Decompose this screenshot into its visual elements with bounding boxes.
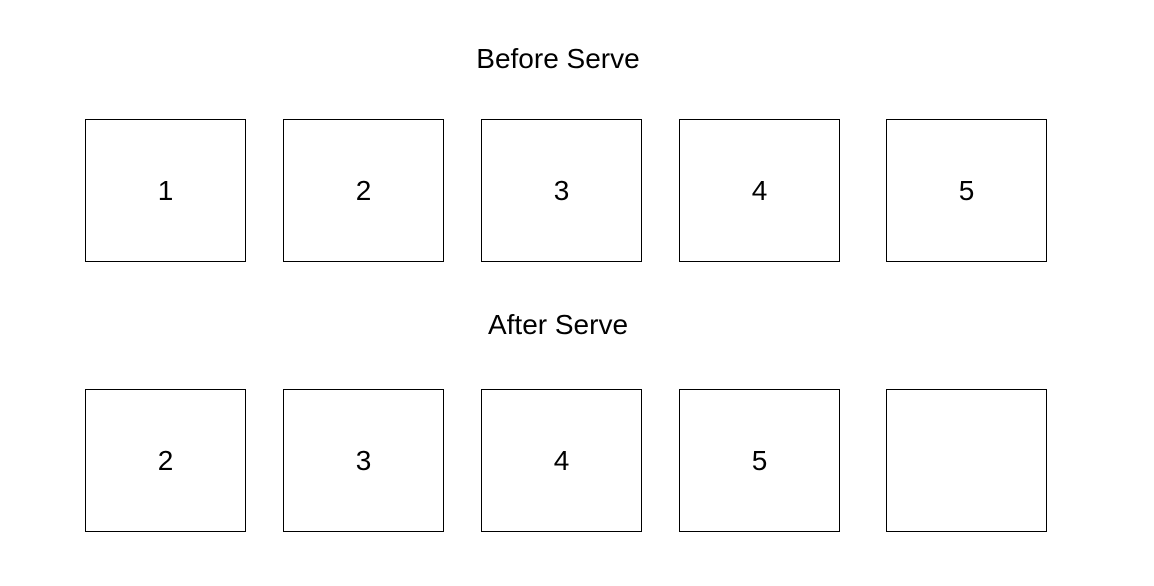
before-serve-queue: 1 2 3 4 5 [0, 119, 1154, 265]
queue-cell-empty [886, 389, 1047, 532]
after-serve-title: After Serve [487, 309, 629, 340]
after-serve-queue: 2 3 4 5 [0, 389, 1154, 535]
queue-cell: 3 [481, 119, 642, 262]
queue-cell: 1 [85, 119, 246, 262]
queue-cell: 3 [283, 389, 444, 532]
queue-cell: 5 [679, 389, 840, 532]
queue-cell: 2 [85, 389, 246, 532]
queue-cell: 4 [679, 119, 840, 262]
queue-cell: 4 [481, 389, 642, 532]
queue-cell: 2 [283, 119, 444, 262]
queue-cell: 5 [886, 119, 1047, 262]
before-serve-title: Before Serve [476, 43, 640, 74]
